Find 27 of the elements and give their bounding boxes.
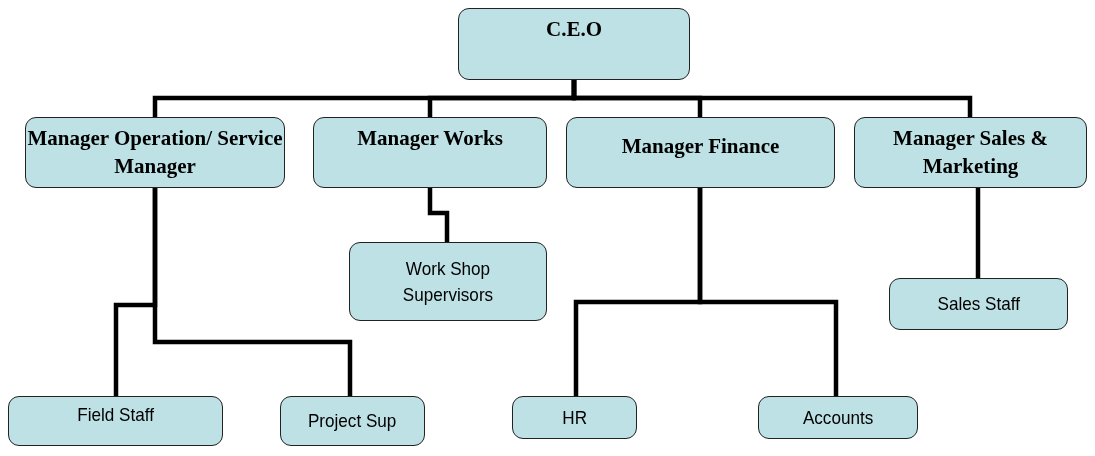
manager-box — [566, 117, 835, 188]
staff-box — [889, 278, 1068, 330]
manager-box — [854, 117, 1087, 188]
role-label: C.E.O — [546, 16, 602, 44]
manager-box — [25, 117, 285, 188]
connector-line — [697, 188, 839, 396]
staff-box — [280, 396, 425, 446]
role-label: Manager Operation/ Service Manager — [26, 125, 284, 180]
connector-line — [975, 188, 981, 278]
role-label: Field Staff — [77, 403, 154, 428]
manager-box — [313, 117, 547, 188]
role-label: Accounts — [802, 405, 874, 430]
role-label: Manager Works — [357, 124, 503, 152]
staff-box — [8, 396, 223, 446]
role-label: Work Shop Supervisors — [401, 256, 495, 307]
staff-box — [512, 396, 637, 439]
connector-line — [152, 188, 353, 396]
staff-box — [758, 396, 918, 439]
role-label: Manager Sales & Marketing — [892, 125, 1049, 180]
role-label: Sales Staff — [937, 292, 1020, 317]
connector-line — [427, 188, 450, 242]
staff-box — [349, 242, 547, 321]
role-label: Project Sup — [308, 409, 397, 434]
connector-line — [571, 80, 973, 117]
role-label: Manager Finance — [621, 132, 780, 160]
role-label: HR — [562, 405, 587, 430]
manager-box — [458, 8, 690, 80]
